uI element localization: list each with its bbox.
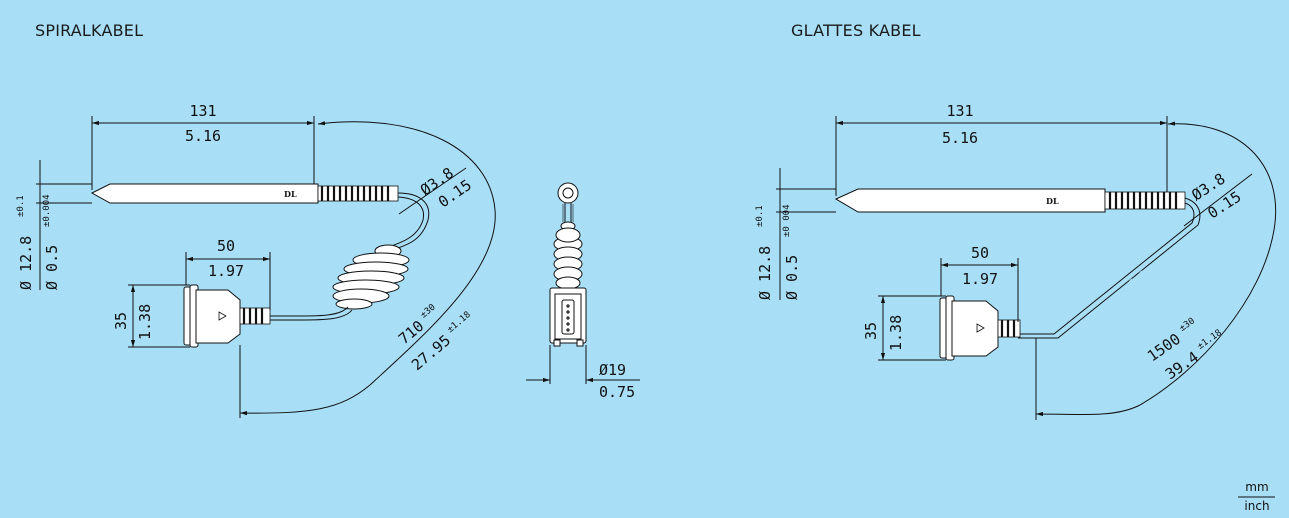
cable-length-mm-tolerance: ±30 [1178,316,1197,334]
dia-mm-label: Ø 12.8 [17,236,35,290]
spiral-cable-drawing: 131 5.16 DL Ø 12.8 ±0.1 Ø 0.5 ±0.004 [16,102,496,418]
conn-width-in-label: 1.97 [208,262,244,280]
end-dia-mm-label: Ø19 [599,361,626,379]
dia-in-label: Ø 0.5 [43,245,61,290]
conn-width-mm-label: 50 [217,237,235,255]
dia-in-tolerance: ±0 004 [782,204,792,237]
conn-height-mm-label: 35 [112,312,130,330]
cable-length-arc [1035,121,1276,417]
leader-line [1183,173,1253,227]
length-mm-label: 131 [189,102,216,120]
end-dia-in-label: 0.75 [599,383,635,401]
spiral-coil [332,244,410,310]
end-view-drawing: Ø19 0.75 [526,182,640,401]
conn-height-in-label: 1.38 [136,304,154,340]
length-in-label: 5.16 [185,127,221,145]
leader-line [398,167,467,215]
pen-logo: DL [284,189,297,199]
cable-length-in-tolerance: ±1.18 [446,310,473,335]
cable-segment [1018,202,1195,335]
unit-inch-label: inch [1244,499,1270,513]
cable-segment [391,192,430,251]
cable-segment [270,309,353,321]
straight-cable-drawing: 131 5.16 DL Ø 12.8 ±0.1 Ø 0.5 ±0 004 [755,102,1276,420]
dia-mm-label: Ø 12.8 [756,246,774,300]
cable-segment [270,306,349,317]
end-view-coil [553,221,583,290]
connector [183,284,271,348]
conn-height-in-label: 1.38 [887,315,905,351]
conn-width-mm-label: 50 [971,244,989,262]
cable-length-arc [239,121,496,416]
pen-strain-relief [317,185,399,202]
dia-in-tolerance: ±0.004 [42,194,52,227]
pen-logo: DL [1046,196,1059,206]
cable-segment [1018,197,1201,339]
connector [939,295,1021,361]
conn-width-in-label: 1.97 [962,270,998,288]
pen-end-inner-circle [562,187,574,199]
dia-mm-tolerance: ±0.1 [755,205,765,227]
dia-mm-tolerance: ±0.1 [16,195,26,217]
conn-height-mm-label: 35 [862,322,880,340]
length-in-label: 5.16 [942,129,978,147]
section-title-spiral: SPIRALKABEL [35,21,144,40]
pen-strain-relief [1104,191,1186,210]
section-title-straight: GLATTES KABEL [791,21,921,40]
cable-length-mm-tolerance: ±30 [419,302,438,320]
cable-segment [387,196,425,248]
cable-length-mm-label: 710 [395,317,427,348]
end-view-connector [549,287,587,347]
pen-body [834,188,1106,213]
dia-in-label: Ø 0.5 [783,255,801,300]
unit-mm-label: mm [1245,480,1269,494]
length-mm-label: 131 [946,102,973,120]
